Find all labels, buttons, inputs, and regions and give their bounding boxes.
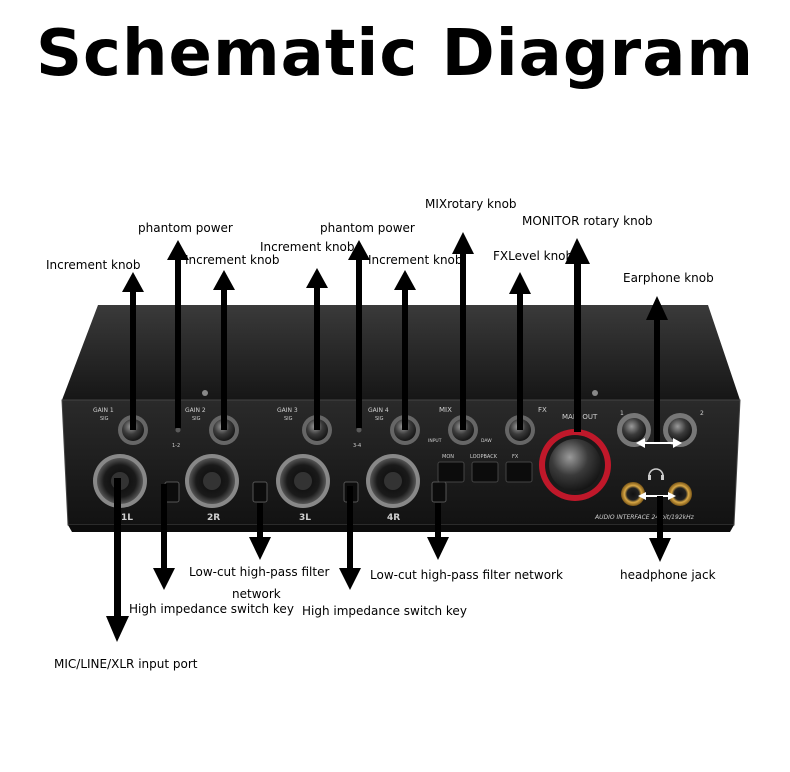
label-phantom-power-2: phantom power	[320, 221, 415, 235]
arrows-up	[122, 232, 668, 442]
label-increment-knob-1: Increment knob	[46, 258, 141, 272]
panel-loopback: LOOPBACK	[470, 454, 498, 460]
panel-sig3: SIG	[284, 416, 293, 422]
label-headphone-jack: headphone jack	[620, 568, 716, 582]
arrow-hiz-1	[153, 484, 175, 590]
arrow-fx	[509, 272, 531, 430]
label-low-cut-filter-1-cont: network	[232, 587, 281, 601]
label-increment-knob-4: Increment knob	[368, 253, 463, 267]
arrows-down	[106, 478, 671, 642]
xlr-input-2[interactable]	[185, 454, 239, 508]
panel-input: INPUT	[428, 438, 442, 444]
headphone-jack-1[interactable]	[621, 482, 645, 506]
panel-48v-34: 3-4	[353, 443, 361, 449]
label-low-cut-filter-2: Low-cut high-pass filter network	[370, 568, 563, 582]
diagram-title: Schematic Diagram	[35, 17, 755, 91]
arrow-increment-1	[122, 272, 144, 430]
panel-fx: FX	[538, 406, 547, 414]
arrow-increment-3	[306, 268, 328, 430]
label-phantom-power-1: phantom power	[138, 221, 233, 235]
panel-ch4: 4R	[387, 513, 400, 523]
phantom-led-1-2	[175, 427, 181, 433]
chassis-top	[62, 305, 740, 400]
headphone-knob-2[interactable]	[663, 413, 697, 447]
arrow-mix	[452, 232, 474, 430]
arrow-hiz-2	[339, 486, 361, 590]
xlr-input-4[interactable]	[366, 454, 420, 508]
lowcut-switch-1[interactable]	[252, 481, 268, 503]
hiz-switch-1[interactable]	[164, 481, 180, 503]
panel-fx-button: FX	[512, 454, 519, 460]
panel-hp2: 2	[700, 410, 704, 417]
xlr-input-3[interactable]	[276, 454, 330, 508]
panel-sig1: SIG	[100, 416, 109, 422]
phantom-led-3-4	[356, 427, 362, 433]
label-high-impedance-key-2: High impedance switch key	[302, 604, 467, 618]
label-high-impedance-key-1: High impedance switch key	[129, 602, 294, 616]
panel-sig2: SIG	[192, 416, 201, 422]
label-low-cut-filter-1: Low-cut high-pass filter	[189, 565, 330, 579]
panel-model: AUDIO INTERFACE 24-bit/192kHz	[594, 514, 695, 521]
label-increment-knob-2: Increment knob	[185, 253, 280, 267]
monitor-knob[interactable]	[539, 429, 611, 501]
headphone-icon	[648, 468, 664, 480]
label-increment-knob-3: Increment knob	[260, 240, 355, 254]
label-input-port: MIC/LINE/XLR input port	[54, 657, 198, 671]
label-mix-rotary-knob: MIXrotary knob	[425, 197, 517, 211]
panel-gain4: GAIN 4	[368, 407, 389, 414]
arrow-hp-knobs-bracket	[636, 438, 682, 448]
arrow-increment-4	[394, 270, 416, 430]
panel-48v-12: 1-2	[172, 443, 180, 449]
panel-daw: DAW	[481, 438, 492, 444]
arrow-input-port	[106, 478, 129, 642]
panel-mon: MON	[442, 454, 454, 460]
label-fx-level-knob: FXLevel knob	[493, 249, 574, 263]
panel-ch1: 1L	[121, 513, 133, 523]
arrow-phantom-1	[167, 240, 189, 428]
panel-hp1: 1	[620, 410, 624, 417]
arrow-phantom-2	[348, 240, 370, 428]
lowcut-switch-2[interactable]	[431, 481, 447, 503]
arrow-earphone	[646, 296, 668, 442]
label-monitor-rotary-knob: MONITOR rotary knob	[522, 214, 653, 228]
headphone-knob-1[interactable]	[617, 413, 651, 447]
mon-button[interactable]	[437, 461, 465, 483]
panel-gain1: GAIN 1	[93, 407, 114, 414]
label-earphone-knob: Earphone knob	[623, 271, 714, 285]
arrow-monitor	[565, 238, 590, 432]
arrow-headphone-jack	[649, 496, 671, 562]
panel-ch2: 2R	[207, 513, 220, 523]
panel-gain3: GAIN 3	[277, 407, 298, 414]
loopback-button[interactable]	[471, 461, 499, 483]
arrow-lowcut-1	[249, 503, 271, 560]
headphone-jack-2[interactable]	[668, 482, 692, 506]
arrow-lowcut-2	[427, 503, 449, 560]
arrow-increment-2	[213, 270, 235, 430]
fx-button[interactable]	[505, 461, 533, 483]
panel-gain2: GAIN 2	[185, 407, 206, 414]
panel-ch3: 3L	[299, 513, 311, 523]
panel-sig4: SIG	[375, 416, 384, 422]
panel-mix: MIX	[439, 406, 452, 414]
